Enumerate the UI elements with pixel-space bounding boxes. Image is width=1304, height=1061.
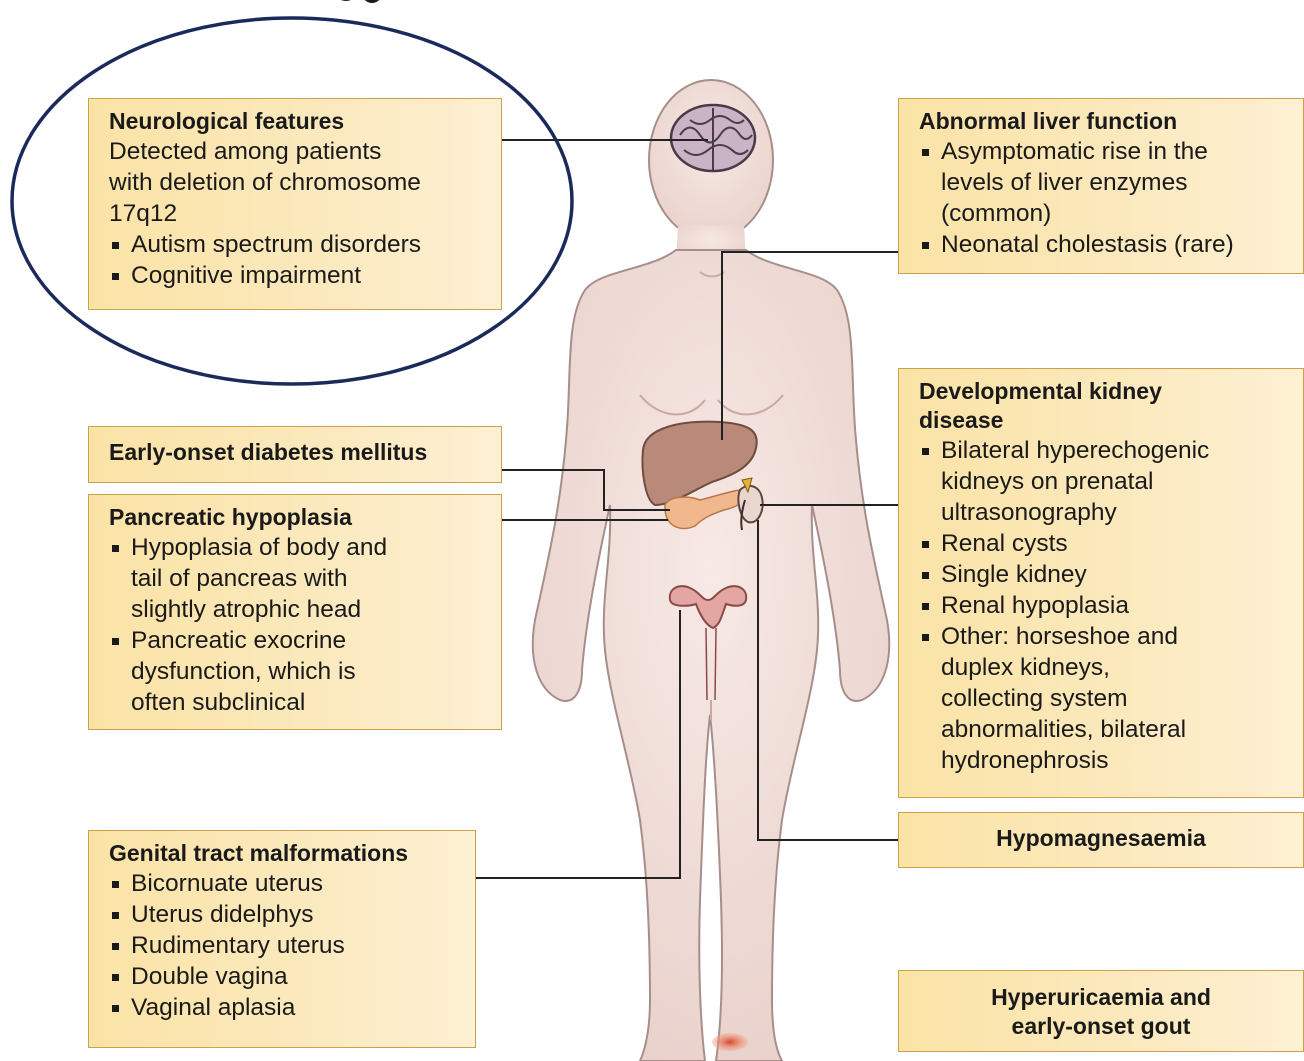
panel-title: Hyperuricaemia and early-onset gout: [909, 983, 1293, 1041]
bullet-item: Cognitive impairment: [109, 260, 487, 291]
bullet-item: Hypoplasia of body and tail of pancreas …: [109, 532, 487, 625]
bullet-item: Single kidney: [919, 559, 1289, 590]
bullet-list: Bicornuate uterus Uterus didelphys Rudim…: [109, 868, 461, 1023]
panel-text-line: with deletion of chromosome: [109, 167, 487, 198]
bullet-item: Bilateral hyperechogenic kidneys on pren…: [919, 435, 1289, 528]
gout-spot: [712, 1033, 748, 1051]
panel-title: Developmental kidney disease: [919, 377, 1289, 435]
bullet-item: Uterus didelphys: [109, 899, 461, 930]
body-silhouette: [533, 80, 889, 1061]
panel-genital-tract-malformations: Genital tract malformations Bicornuate u…: [88, 830, 476, 1048]
panel-text-line: 17q12: [109, 198, 487, 229]
bullet-list: Bilateral hyperechogenic kidneys on pren…: [919, 435, 1289, 776]
bullet-item: Pancreatic exocrine dysfunction, which i…: [109, 625, 487, 718]
bullet-item: Vaginal aplasia: [109, 992, 461, 1023]
brain-organ: [671, 105, 755, 171]
bullet-item: Double vagina: [109, 961, 461, 992]
bullet-item: Neonatal cholestasis (rare): [919, 229, 1289, 260]
panel-title: Early-onset diabetes mellitus: [109, 438, 487, 467]
bullet-item: Renal cysts: [919, 528, 1289, 559]
panel-pancreatic-hypoplasia: Pancreatic hypoplasia Hypoplasia of body…: [88, 494, 502, 730]
panel-title: Neurological features: [109, 107, 487, 136]
panel-text-line: Detected among patients: [109, 136, 487, 167]
bullet-item: Rudimentary uterus: [109, 930, 461, 961]
bullet-list: Hypoplasia of body and tail of pancreas …: [109, 532, 487, 718]
panel-developmental-kidney-disease: Developmental kidney disease Bilateral h…: [898, 368, 1304, 798]
panel-title: Abnormal liver function: [919, 107, 1289, 136]
panel-title: Pancreatic hypoplasia: [109, 503, 487, 532]
panel-hypomagnesaemia: Hypomagnesaemia: [898, 812, 1304, 868]
panel-title: Genital tract malformations: [109, 839, 461, 868]
panel-neurological-features: Neurological features Detected among pat…: [88, 98, 502, 310]
bullet-item: Autism spectrum disorders: [109, 229, 487, 260]
bullet-list: Autism spectrum disorders Cognitive impa…: [109, 229, 487, 291]
bullet-item: Bicornuate uterus: [109, 868, 461, 899]
bullet-list: Asymptomatic rise in the levels of liver…: [919, 136, 1289, 260]
bullet-item: Asymptomatic rise in the levels of liver…: [919, 136, 1289, 229]
panel-title: Hypomagnesaemia: [909, 824, 1293, 853]
panel-early-onset-diabetes: Early-onset diabetes mellitus: [88, 426, 502, 483]
panel-abnormal-liver-function: Abnormal liver function Asymptomatic ris…: [898, 98, 1304, 274]
bullet-item: Other: horseshoe and duplex kidneys, col…: [919, 621, 1289, 776]
panel-hyperuricaemia-gout: Hyperuricaemia and early-onset gout: [898, 970, 1304, 1052]
bullet-item: Renal hypoplasia: [919, 590, 1289, 621]
